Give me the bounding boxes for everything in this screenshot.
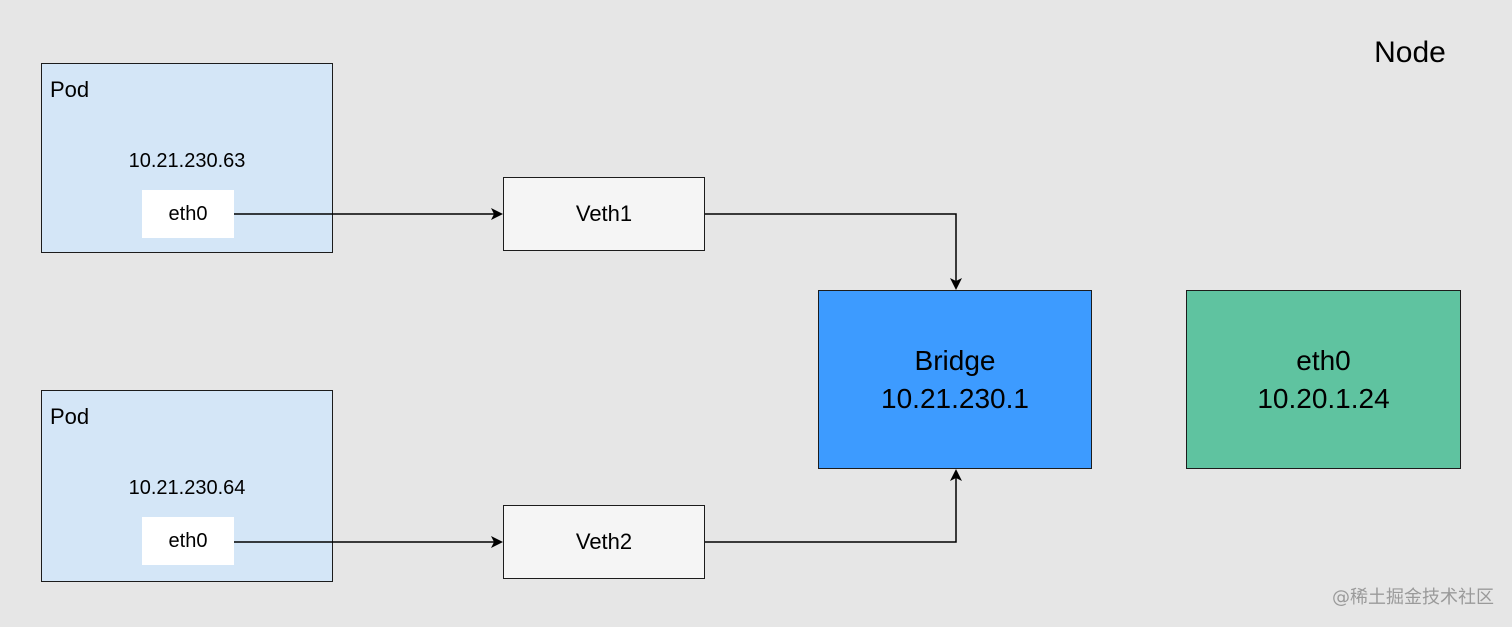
bridge-ip: 10.21.230.1 xyxy=(881,382,1029,414)
node-label: Node xyxy=(1374,36,1446,69)
pod-2-title: Pod xyxy=(50,404,90,429)
arrow-veth1-to-bridge xyxy=(705,213,962,290)
pod-2-ip: 10.21.230.64 xyxy=(128,477,246,499)
pod-1-title: Pod xyxy=(50,77,90,102)
bridge-name: Bridge xyxy=(914,344,996,376)
watermark: @稀土掘金技术社区 xyxy=(1332,587,1494,608)
pod-1-box[interactable]: Pod 10.21.230.63 eth0 xyxy=(41,63,333,253)
arrow-veth2-to-bridge xyxy=(705,469,962,543)
host-eth0-ip: 10.20.1.24 xyxy=(1257,382,1390,414)
bridge-box[interactable]: Bridge 10.21.230.1 xyxy=(818,290,1092,469)
pod-1-eth0-box[interactable]: eth0 xyxy=(142,190,234,238)
veth2-box[interactable]: Veth2 xyxy=(503,505,705,579)
host-eth0-name: eth0 xyxy=(1296,344,1351,376)
host-eth0-box[interactable]: eth0 10.20.1.24 xyxy=(1186,290,1461,469)
veth1-box[interactable]: Veth1 xyxy=(503,177,705,251)
pod-1-ip: 10.21.230.63 xyxy=(128,150,246,172)
pod-2-eth0-box[interactable]: eth0 xyxy=(142,517,234,565)
pod-2-box[interactable]: Pod 10.21.230.64 eth0 xyxy=(41,390,333,582)
